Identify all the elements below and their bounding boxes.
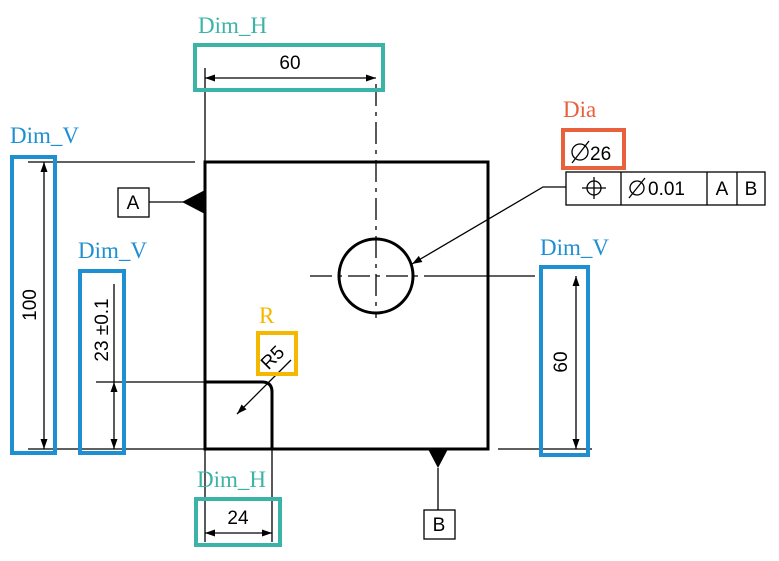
radius-leader [236, 359, 292, 415]
fcf-tolerance-value: 0.01 [648, 179, 685, 200]
dim-v-right-box [539, 265, 590, 457]
part-outline [203, 160, 490, 451]
dim-v-left-inner-label: Dim_V [78, 238, 147, 263]
diameter-value: 26 [590, 144, 611, 165]
dim-h-top-label: Dim_H [198, 13, 267, 38]
radius-value: R5 [257, 342, 289, 374]
dim-v-right-label: Dim_V [540, 235, 609, 260]
position-tolerance-icon [582, 177, 606, 199]
dim-h-bottom-label: Dim_H [197, 467, 266, 492]
corner-pocket [205, 380, 274, 449]
fcf-datum-2: B [745, 179, 758, 200]
dim-h-top-box [193, 43, 385, 92]
dia-label: Dia [563, 97, 596, 122]
height-dimension-value: 100 [20, 289, 41, 321]
dim-v-left-box [10, 155, 57, 455]
hole-height-dimension-value: 60 [551, 351, 572, 372]
dim-h-bottom-box [194, 497, 282, 547]
datum-b-letter: B [433, 515, 446, 536]
dia-box [561, 128, 626, 170]
diameter-icon [571, 140, 590, 164]
width-dimension-value: 60 [279, 53, 300, 74]
datum-a-letter: A [127, 193, 140, 214]
corner-height-dimension-value: 23 ±0.1 [92, 298, 113, 361]
dim-v-left-label: Dim_V [10, 123, 79, 148]
dim-v-left-inner-box [78, 269, 126, 455]
radius-box [256, 331, 298, 376]
radius-label: R [259, 303, 275, 328]
datum-a: A [117, 187, 205, 218]
fcf-datum-1: A [716, 179, 729, 200]
datum-b: B [423, 449, 456, 540]
diameter-leader [411, 186, 566, 265]
feature-control-frame: 0.01 A B [565, 171, 766, 206]
diameter-icon [628, 177, 646, 199]
corner-width-dimension-value: 24 [227, 508, 249, 529]
